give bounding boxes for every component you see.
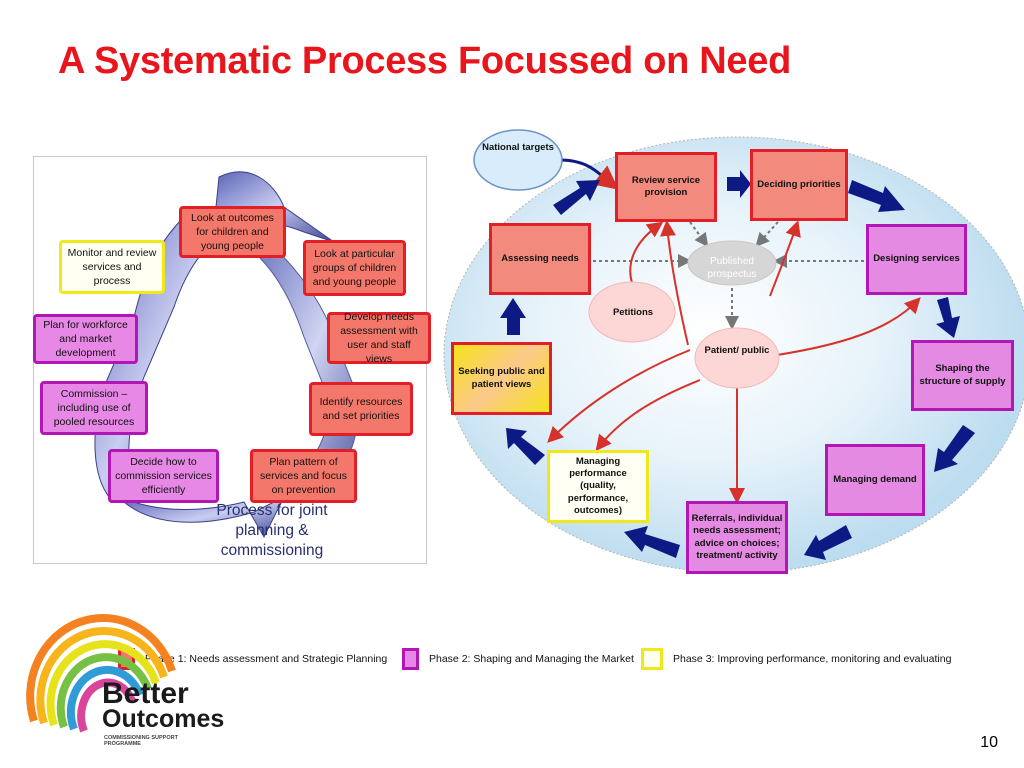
rainbow-icon — [26, 614, 176, 733]
logo-tagline-2: PROGRAMME — [104, 741, 141, 748]
box-designing-services: Designing services — [866, 224, 967, 295]
arrow-priorities-to-designing — [848, 180, 905, 212]
dotted-connector — [689, 221, 709, 248]
logo-tagline-1: COMMISSIONING SUPPORT — [104, 735, 178, 741]
box-shaping-structure: Shaping the structure of supply — [911, 340, 1014, 411]
logo-text-better: Better — [102, 677, 189, 710]
legend-phase-3: Phase 3: Improving performance, monitori… — [641, 648, 951, 670]
navy-cycle-arrows — [500, 170, 975, 560]
logo-text-outcomes: Outcomes — [102, 705, 225, 733]
arrow-performance-to-seeking — [506, 428, 545, 465]
box-referrals: Referrals, individual needs assessment; … — [686, 501, 788, 574]
red-connector — [547, 349, 691, 443]
legend-label-phase-2: Phase 2: Shaping and Managing the Market — [429, 653, 634, 665]
box-review-service-provision: Review service provision — [615, 152, 717, 222]
box-assessing-needs: Assessing needs — [489, 223, 591, 295]
legend-phase-2: Phase 2: Shaping and Managing the Market — [402, 648, 634, 670]
legend-label-phase-1: Phase 1: Needs assessment and Strategic … — [145, 653, 388, 665]
box-commission: Commission – including use of pooled res… — [40, 381, 148, 435]
process-center-label: Process for joint planning & commissioni… — [216, 502, 328, 560]
box-managing-performance: Managing performance (quality, performan… — [547, 450, 649, 523]
box-managing-demand: Managing demand — [825, 444, 925, 516]
arrow-demand-to-referrals — [804, 525, 852, 560]
page-title: A Systematic Process Focussed on Need — [58, 40, 791, 82]
petitions-label: Petitions — [612, 307, 654, 318]
red-connector — [629, 221, 664, 284]
arrow-assessing-to-review — [553, 180, 600, 215]
red-connector — [660, 220, 689, 346]
box-look-outcomes: Look at outcomes for children and young … — [179, 206, 286, 258]
national-targets-label: National targets — [482, 142, 554, 153]
box-decide-how: Decide how to commission services effici… — [108, 449, 219, 503]
legend-swatch-yellow — [641, 648, 663, 670]
patient-public-label: Patient/ public — [704, 345, 770, 356]
box-look-groups: Look at particular groups of children an… — [303, 240, 406, 296]
legend-swatch-purple — [402, 648, 419, 670]
box-deciding-priorities: Deciding priorities — [750, 149, 848, 221]
arrow-review-to-priorities — [727, 170, 751, 198]
petitions-bubble — [588, 281, 676, 343]
box-plan-workforce: Plan for workforce and market developmen… — [33, 314, 138, 364]
box-plan-pattern: Plan pattern of services and focus on pr… — [250, 449, 357, 503]
national-targets-bubble — [473, 129, 563, 191]
published-prospectus-label: Published prospectus — [707, 256, 757, 280]
national-targets-arrow — [559, 158, 619, 190]
box-identify-resources: Identify resources and set priorities — [309, 382, 413, 436]
patient-public-bubble — [694, 327, 780, 389]
box-develop-needs: Develop needs assessment with user and s… — [327, 311, 431, 365]
better-outcomes-logo: Better Outcomes COMMISSIONING SUPPORT PR… — [22, 611, 225, 756]
arrow-seeking-to-assessing — [500, 298, 526, 335]
legend-label-phase-3: Phase 3: Improving performance, monitori… — [673, 653, 952, 665]
logo-tagline: COMMISSIONING SUPPORT PROGRAMME — [104, 735, 178, 747]
red-connector — [776, 297, 921, 356]
dotted-connector — [755, 221, 779, 247]
box-monitor-review: Monitor and review services and process — [59, 240, 165, 294]
box-seeking-views: Seeking public and patient views — [451, 342, 552, 415]
red-connector — [595, 379, 701, 452]
red-connector — [769, 220, 801, 297]
published-prospectus-bubble — [687, 240, 777, 286]
page-number: 10 — [980, 734, 998, 751]
arrow-designing-to-shaping — [936, 297, 960, 338]
arrow-referrals-to-performance — [624, 526, 680, 558]
arrow-shaping-to-demand — [934, 425, 975, 472]
